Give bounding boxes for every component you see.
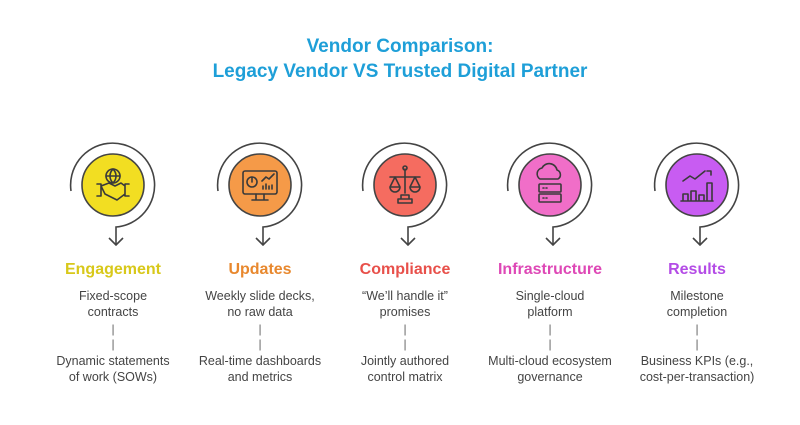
column-label: Compliance — [359, 261, 451, 278]
arc-arrow-icon — [69, 142, 156, 245]
arrow-head-icon — [692, 237, 708, 246]
arrow-head-icon — [108, 237, 124, 246]
legacy-description: Single-cloud platform — [475, 288, 625, 320]
legacy-line: “We’ll handle it” — [362, 289, 448, 303]
title-line-1: Vendor Comparison: — [306, 36, 494, 57]
legacy-line: contracts — [87, 305, 139, 319]
legacy-line: Weekly slide decks, — [205, 289, 315, 303]
column-compliance: Compliance “We’ll handle it” promises | … — [330, 130, 480, 385]
separator: | — [258, 322, 262, 336]
column-results: Results Milestone completion | | Busines… — [622, 130, 772, 385]
cloud-server-icon — [506, 142, 593, 246]
column-engagement: Engagement Fixed-scope contracts | | Dyn… — [38, 130, 188, 385]
legacy-line: platform — [527, 305, 573, 319]
separator: | — [548, 337, 552, 351]
arc-arrow-icon — [653, 142, 740, 245]
partner-line: Dynamic statements — [56, 354, 170, 368]
separator: | — [403, 337, 407, 351]
legacy-description: “We’ll handle it” promises — [330, 288, 480, 320]
column-label: Updates — [228, 261, 292, 278]
partner-line: Business KPIs (e.g., — [640, 354, 754, 368]
partner-description: Dynamic statements of work (SOWs) — [38, 353, 188, 385]
title-line-2: Legacy Vendor VS Trusted Digital Partner — [212, 61, 588, 82]
arrow-head-icon — [400, 237, 416, 246]
partner-line: and metrics — [227, 370, 293, 384]
partner-line: control matrix — [367, 370, 443, 384]
arc-arrow-icon — [216, 142, 303, 245]
separator: | — [111, 337, 115, 351]
legacy-line: Single-cloud — [515, 289, 585, 303]
legacy-line: Fixed-scope — [78, 289, 148, 303]
partner-line: cost-per-transaction) — [639, 370, 755, 384]
partner-line: Jointly authored — [360, 354, 450, 368]
arc-arrow-icon — [506, 142, 593, 245]
growth-chart-icon — [653, 142, 740, 246]
icon-circle — [518, 153, 582, 217]
partner-description: Jointly authored control matrix — [330, 353, 480, 385]
separator: | — [258, 337, 262, 351]
separator: | — [403, 322, 407, 336]
legacy-description: Fixed-scope contracts — [38, 288, 188, 320]
legacy-line: promises — [379, 305, 431, 319]
separator: | — [695, 337, 699, 351]
separator: | — [548, 322, 552, 336]
column-label: Results — [668, 261, 726, 278]
legacy-line: completion — [666, 305, 728, 319]
partner-description: Business KPIs (e.g., cost-per-transactio… — [622, 353, 772, 385]
partner-line: governance — [517, 370, 583, 384]
monitor-dashboard-icon — [216, 142, 303, 246]
legacy-line: no raw data — [227, 305, 293, 319]
partner-description: Multi-cloud ecosystem governance — [475, 353, 625, 385]
partner-line: Multi-cloud ecosystem — [488, 354, 612, 368]
partner-line: Real-time dashboards — [198, 354, 322, 368]
handshake-globe-icon — [69, 142, 156, 246]
column-infrastructure: Infrastructure Single-cloud platform | |… — [475, 130, 625, 385]
legacy-line: Milestone — [670, 289, 724, 303]
arrow-head-icon — [545, 237, 561, 246]
arc-arrow-icon — [361, 142, 448, 245]
scales-icon — [361, 142, 448, 246]
icon-circle — [665, 153, 729, 217]
separator: | — [695, 322, 699, 336]
partner-description: Real-time dashboards and metrics — [185, 353, 335, 385]
separator: | — [111, 322, 115, 336]
icon-circle — [228, 153, 292, 217]
legacy-description: Milestone completion — [622, 288, 772, 320]
column-label: Engagement — [64, 261, 161, 278]
legacy-description: Weekly slide decks, no raw data — [185, 288, 335, 320]
column-updates: Updates Weekly slide decks, no raw data … — [185, 130, 335, 385]
arrow-head-icon — [255, 237, 271, 246]
partner-line: of work (SOWs) — [68, 370, 158, 384]
column-label: Infrastructure — [497, 261, 603, 278]
diagram-title: Vendor Comparison: Legacy Vendor VS Trus… — [0, 34, 800, 84]
